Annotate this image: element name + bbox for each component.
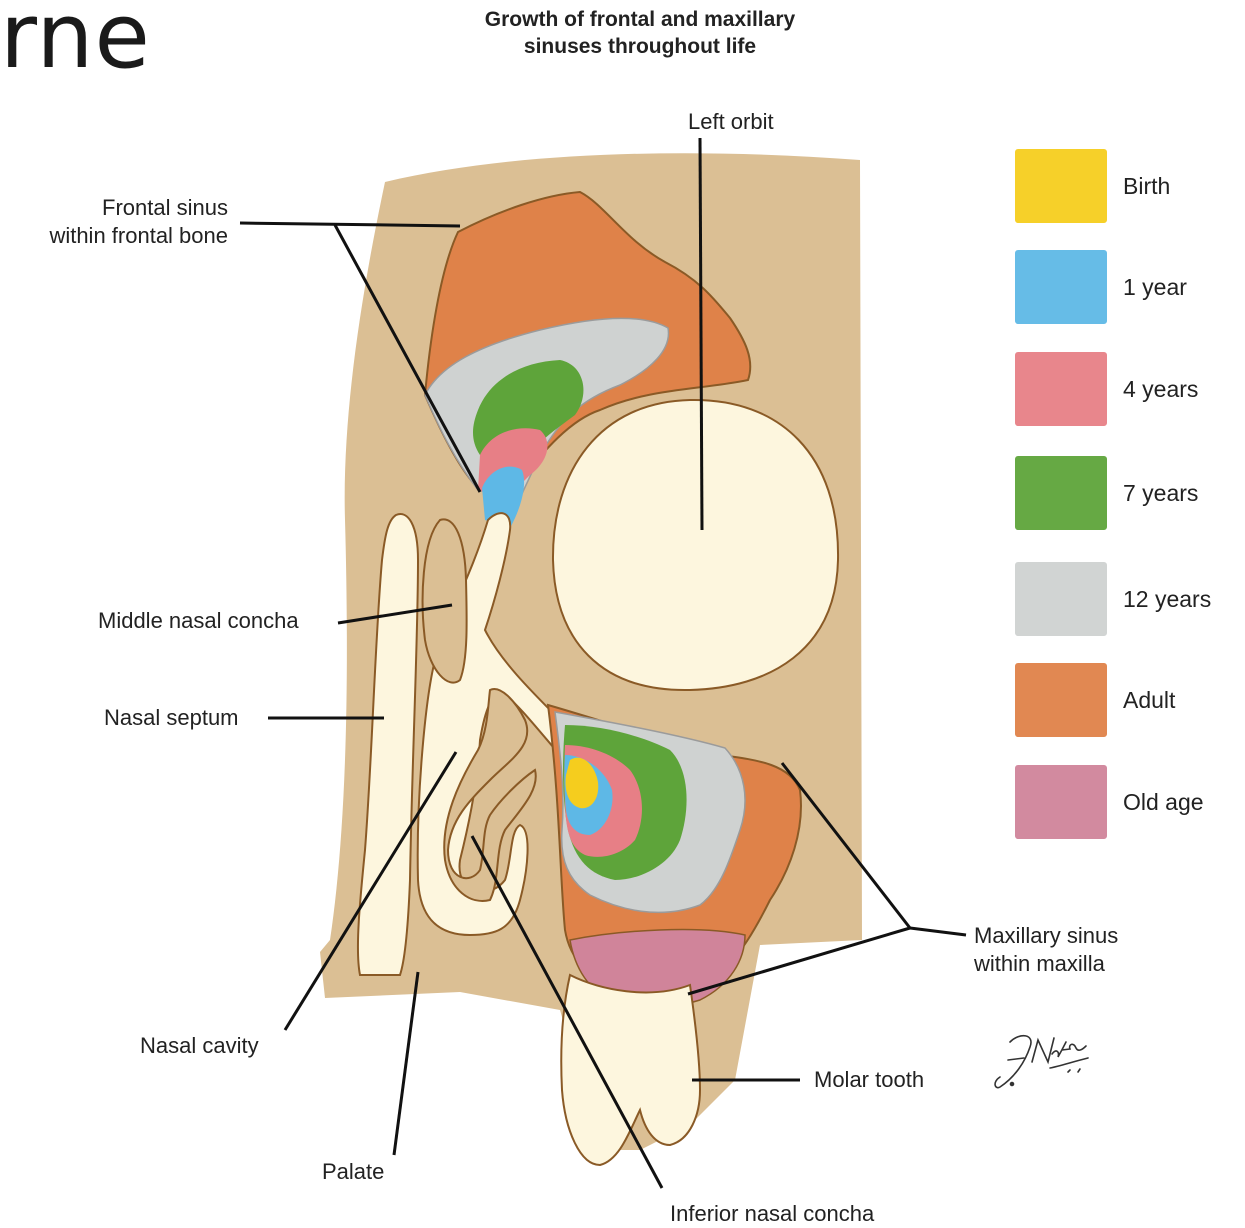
label-maxillary-sinus-line1: Maxillary sinus (974, 922, 1118, 950)
label-frontal-sinus: Frontal sinus within frontal bone (0, 194, 228, 250)
legend-swatch-old-age (1015, 765, 1107, 839)
leader-maxillary-a (910, 928, 966, 935)
legend-swatch-4-years (1015, 352, 1107, 426)
legend-swatch-birth (1015, 149, 1107, 223)
legend-item-adult: Adult (1015, 663, 1245, 741)
legend-item-4-years: 4 years (1015, 352, 1245, 430)
label-inferior-nasal-concha: Inferior nasal concha (670, 1200, 874, 1228)
legend-item-birth: Birth (1015, 149, 1245, 227)
legend-label-old-age: Old age (1123, 789, 1204, 816)
legend-label-12-years: 12 years (1123, 586, 1211, 613)
label-maxillary-sinus-line2: within maxilla (974, 950, 1118, 978)
label-palate: Palate (322, 1158, 384, 1186)
legend-swatch-1-year (1015, 250, 1107, 324)
left-orbit-cavity (553, 400, 838, 690)
leader-palate (394, 972, 418, 1155)
legend-swatch-12-years (1015, 562, 1107, 636)
middle-concha-bone (423, 519, 467, 682)
label-middle-nasal-concha: Middle nasal concha (98, 607, 299, 635)
legend-label-adult: Adult (1123, 687, 1175, 714)
label-maxillary-sinus: Maxillary sinus within maxilla (974, 922, 1118, 978)
legend-label-birth: Birth (1123, 173, 1170, 200)
legend-swatch-adult (1015, 663, 1107, 737)
legend-item-7-years: 7 years (1015, 456, 1245, 534)
artist-signature (990, 1022, 1100, 1102)
legend-label-1-year: 1 year (1123, 274, 1187, 301)
label-frontal-sinus-line1: Frontal sinus (0, 194, 228, 222)
leader-left-orbit (700, 138, 702, 530)
legend-label-4-years: 4 years (1123, 376, 1198, 403)
label-nasal-septum: Nasal septum (104, 704, 239, 732)
legend-label-7-years: 7 years (1123, 480, 1198, 507)
legend-swatch-7-years (1015, 456, 1107, 530)
legend-item-1-year: 1 year (1015, 250, 1245, 328)
legend-item-old-age: Old age (1015, 765, 1245, 843)
label-nasal-cavity: Nasal cavity (140, 1032, 259, 1060)
legend-item-12-years: 12 years (1015, 562, 1245, 640)
label-frontal-sinus-line2: within frontal bone (0, 222, 228, 250)
label-molar-tooth: Molar tooth (814, 1066, 924, 1094)
label-left-orbit: Left orbit (688, 108, 774, 136)
